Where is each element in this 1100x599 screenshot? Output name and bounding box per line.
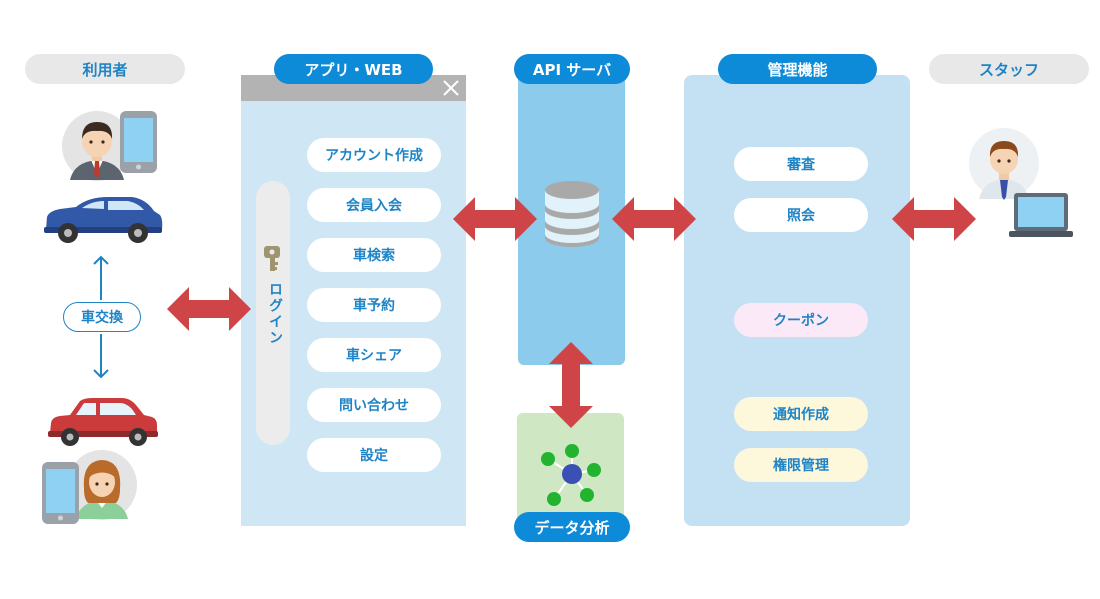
staff-with-laptop-icon [969,128,1073,237]
header-api: API サーバ [514,54,630,84]
menu-create-account[interactable]: アカウント作成 [307,138,441,172]
blue-car-icon [44,197,163,243]
menu-membership[interactable]: 会員入会 [307,188,441,222]
red-car-icon [48,398,158,446]
arrow-user-app [167,287,251,331]
admin-review[interactable]: 審査 [734,147,868,181]
menu-car-reservation[interactable]: 車予約 [307,288,441,322]
arrow-api-analytics [549,342,593,428]
car-exchange-label: 車交換 [63,302,141,332]
close-icon[interactable] [440,77,462,99]
admin-permissions[interactable]: 権限管理 [734,448,868,482]
admin-coupon[interactable]: クーポン [734,303,868,337]
header-admin: 管理機能 [718,54,877,84]
menu-car-share[interactable]: 車シェア [307,338,441,372]
menu-settings[interactable]: 設定 [307,438,441,472]
exchange-vertical-arrow [93,255,109,379]
header-user: 利用者 [25,54,185,84]
database-icon [545,181,599,247]
male-user-with-phone-icon [62,111,157,181]
female-user-with-phone-icon [42,450,137,524]
arrow-admin-staff [892,197,976,241]
admin-lookup[interactable]: 照会 [734,198,868,232]
header-staff: スタッフ [929,54,1089,84]
menu-inquiry[interactable]: 問い合わせ [307,388,441,422]
login-label: ログイン [267,282,283,346]
header-app: アプリ・WEB [274,54,433,84]
login-bar[interactable] [256,181,290,445]
menu-car-search[interactable]: 車検索 [307,238,441,272]
admin-notification[interactable]: 通知作成 [734,397,868,431]
arrow-api-admin [612,197,696,241]
arrow-app-api [453,197,537,241]
analytics-label: データ分析 [514,512,630,542]
key-icon [264,246,280,271]
network-graph-icon [541,444,601,506]
